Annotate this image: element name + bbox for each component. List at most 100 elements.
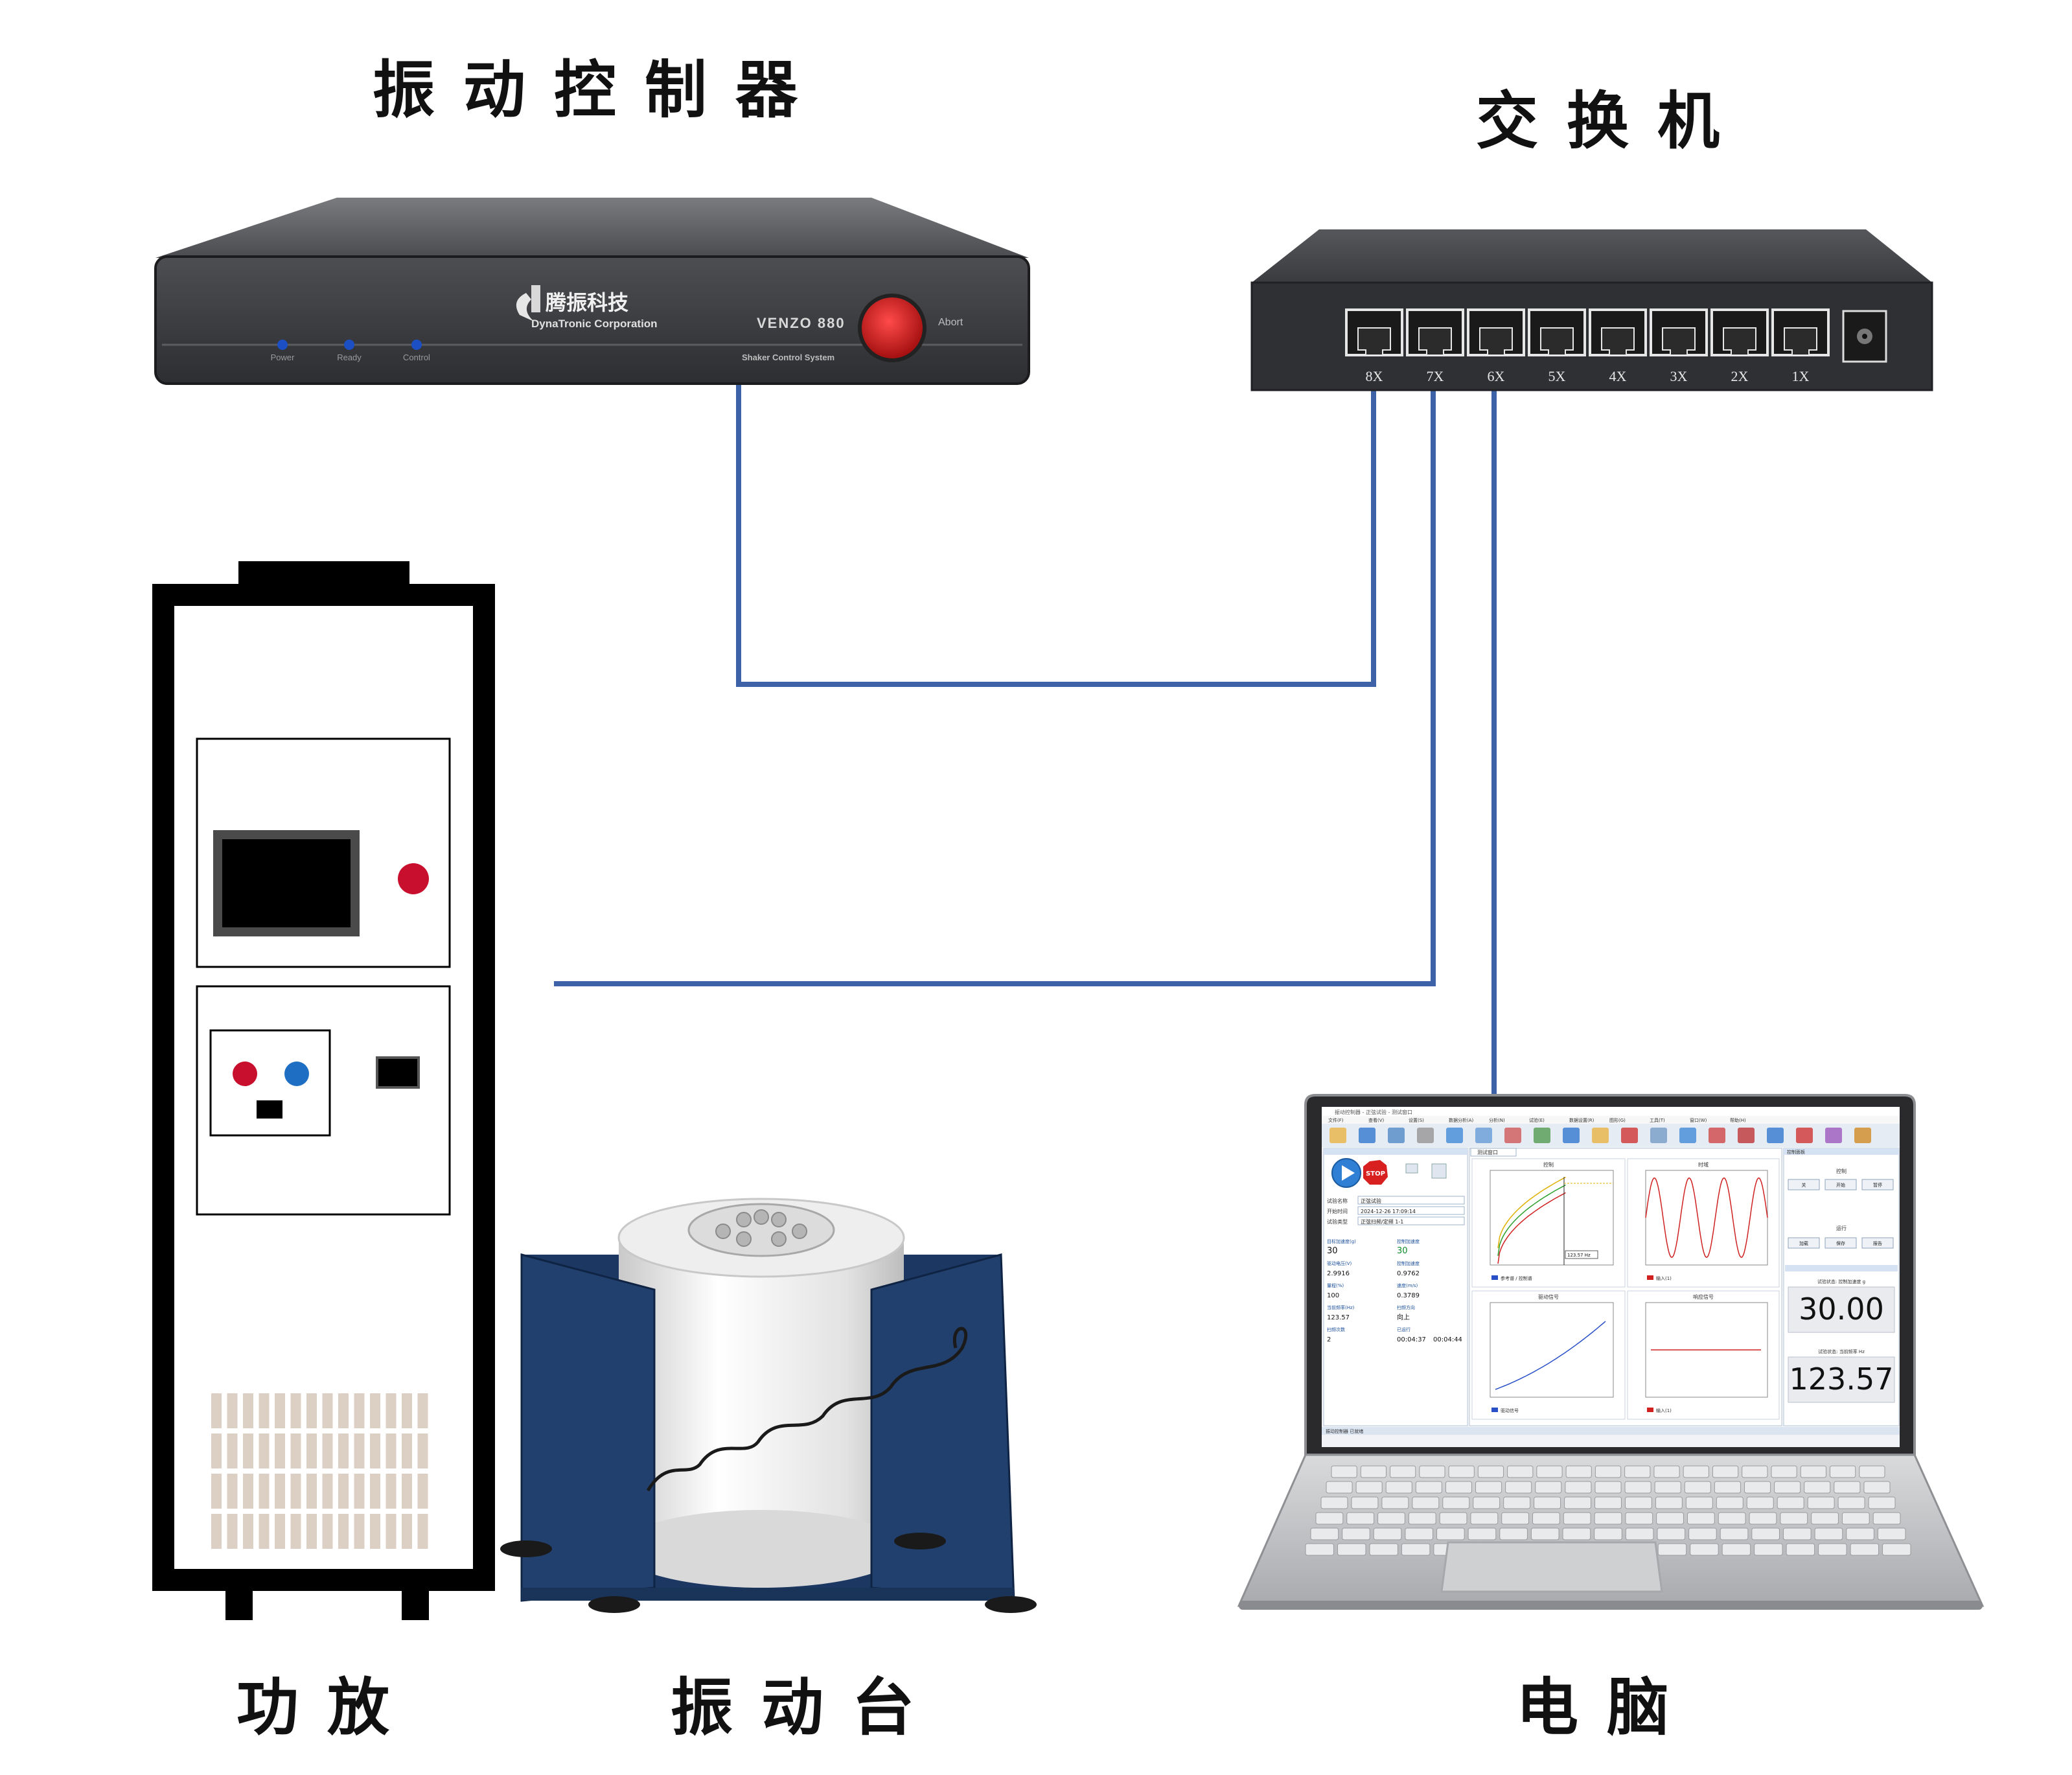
amplifier-foot-right [402,1583,429,1620]
param-label: 控制加速度 [1397,1260,1420,1266]
tab-test-window[interactable] [1470,1148,1517,1157]
toolbar-button-icon[interactable] [1621,1128,1638,1143]
param-value: 00:04:37 [1397,1336,1426,1343]
plot-panel[interactable] [1627,1158,1780,1288]
vibration-shaker [500,1198,1037,1613]
plot-panel[interactable] [1471,1158,1626,1288]
toolbar-button-icon[interactable] [1825,1128,1842,1143]
run-button-label: 报告 [1873,1240,1882,1246]
controller-brand: 腾振科技 [546,290,628,315]
menu-item[interactable]: 文件(F) [1328,1117,1344,1123]
amplifier-vent-grille [211,1393,428,1549]
app-status-bar [1322,1427,1900,1435]
param-label: 已运行 [1397,1327,1410,1332]
toolbar-button-icon[interactable] [1359,1128,1376,1143]
toolbar-icons [1330,1128,1871,1143]
toolbar-button-icon[interactable] [1330,1128,1346,1143]
power-amplifier [152,561,495,1620]
info-field[interactable] [1357,1206,1465,1215]
ready-led-icon [344,340,354,350]
amplifier-terminal-box [209,1029,331,1137]
control-button[interactable] [1825,1179,1857,1190]
menu-item[interactable]: 分析(N) [1489,1117,1505,1123]
param-label: 目标加速度(g) [1327,1238,1356,1244]
plot-panel[interactable] [1627,1290,1780,1420]
plot-legend: 输入(1) [1656,1275,1672,1281]
toolbar-button-icon[interactable] [1767,1128,1784,1143]
menu-item[interactable]: 工具(T) [1650,1118,1665,1123]
menu-item[interactable]: 设置(S) [1409,1117,1424,1123]
label-controller: 振动控制器 [373,54,826,126]
laptop-computer: 振动控制器 - 正弦试验 - 测试窗口 文件(F)查看(V)设置(S)数据分析(… [1237,1094,1985,1610]
menu-item[interactable]: 窗口(W) [1690,1117,1707,1123]
menu-item[interactable]: 数据分析(A) [1449,1117,1474,1123]
stop-button[interactable] [1363,1160,1388,1185]
amplifier-foot-left [225,1583,253,1620]
param-label: 速度(m/s) [1397,1282,1418,1288]
control-button-label: 关 [1802,1182,1806,1188]
run-button[interactable] [1825,1237,1857,1249]
menu-item[interactable]: 试验(E) [1529,1117,1545,1123]
abort-button[interactable] [858,294,927,362]
toolbar-button-icon[interactable] [1417,1128,1434,1143]
control-button[interactable] [1861,1179,1894,1190]
info-field[interactable] [1357,1216,1465,1225]
toolbar-button-icon[interactable] [1650,1128,1667,1143]
control-button[interactable] [1788,1179,1820,1190]
toolbar-button-icon[interactable] [1709,1128,1725,1143]
param-label: 扫频次数 [1327,1327,1345,1332]
controller-front-panel [154,255,1030,385]
controller-leds: Power Ready Control [271,340,430,362]
param-value: 30 [1327,1246,1338,1256]
toolbar-button-icon[interactable] [1796,1128,1813,1143]
info-label: 试验类型 [1327,1218,1348,1225]
toolbar-button-icon[interactable] [1563,1128,1580,1143]
param-value: 2.9916 [1327,1270,1350,1277]
info-value: 正弦扫频/定频 1-1 [1361,1218,1403,1225]
controller-top-panel [155,198,1029,258]
switch-top-panel [1252,229,1932,283]
port-label: 2X [1731,368,1749,384]
toolbar-button-icon[interactable] [1446,1128,1463,1143]
device-labels: 振动控制器 交换机 功放 振动台 电脑 [236,54,1748,1744]
toolbar-button-icon[interactable] [1534,1128,1550,1143]
abort-label: Abort [938,317,963,328]
param-value: 30 [1397,1246,1408,1256]
test-parameter-rows: 目标加速度(g)30控制加速度30驱动电压(V)2.9916控制加速度0.976… [1327,1238,1462,1343]
toolbar-button-icon[interactable] [1738,1128,1755,1143]
plot-legend: 参考谱 / 控制谱 [1501,1275,1532,1281]
info-value: 2024-12-26 17:09:14 [1361,1209,1416,1214]
vibration-controller: 腾振科技 DynaTronic Corporation VENZO 880 Sh… [154,198,1030,385]
info-label: 试验名称 [1327,1198,1348,1204]
laptop-touchpad [1440,1541,1663,1593]
menu-item[interactable]: 查看(V) [1368,1117,1385,1123]
param-value: 123.57 [1327,1314,1350,1321]
run-button[interactable] [1788,1237,1820,1249]
plot-panel[interactable] [1471,1290,1626,1420]
param-value: 向上 [1397,1313,1410,1321]
toolbar-button-icon[interactable] [1475,1128,1492,1143]
run-button-label: 保存 [1836,1240,1845,1246]
port-label: 5X [1548,368,1566,384]
toolbar-button-icon[interactable] [1679,1128,1696,1143]
big-value-display [1788,1356,1895,1403]
dynatronic-logo-icon [516,285,540,321]
menu-item[interactable]: 帮助(H) [1730,1117,1746,1123]
stop-button-label: STOP [1366,1170,1385,1178]
toolbar-button-icon[interactable] [1388,1128,1405,1143]
toolbar-button-icon[interactable] [1854,1128,1871,1143]
info-field[interactable] [1357,1196,1465,1205]
plot-title: 驱动信号 [1538,1294,1559,1300]
menu-item[interactable]: 图形(G) [1609,1118,1626,1123]
menu-item[interactable]: 数据设置(R) [1569,1117,1594,1123]
red-terminal-icon [233,1062,257,1086]
info-label: 开始时间 [1327,1208,1348,1214]
label-switch: 交换机 [1476,85,1748,157]
toolbar-button-icon[interactable] [1504,1128,1521,1143]
toolbar-button-icon[interactable] [1592,1128,1609,1143]
shaker-body [619,1238,904,1549]
shaker-frame-base [522,1588,1014,1601]
cable-controller-to-switch [736,368,1376,687]
run-button[interactable] [1861,1237,1894,1249]
